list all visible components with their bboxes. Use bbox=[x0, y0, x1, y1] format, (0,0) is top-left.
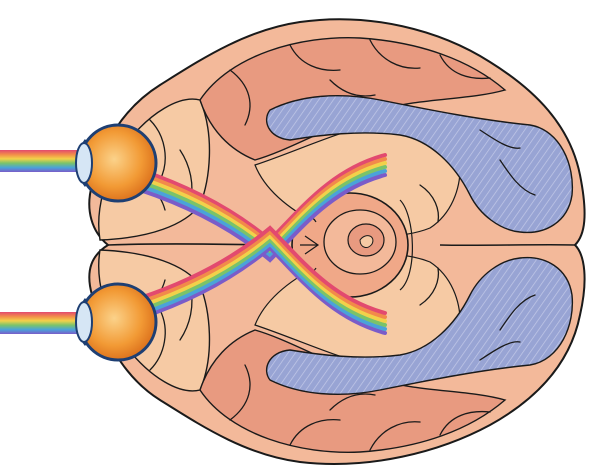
optic-radiation-upper bbox=[265, 94, 574, 234]
optic-radiation-lower bbox=[265, 256, 574, 396]
eyeball-icon bbox=[75, 123, 158, 203]
light-ray-lower bbox=[0, 312, 92, 334]
midbrain bbox=[291, 192, 413, 298]
optic-pathway bbox=[138, 153, 387, 335]
light-ray-upper bbox=[0, 150, 92, 172]
eyeball-icon bbox=[75, 282, 158, 362]
